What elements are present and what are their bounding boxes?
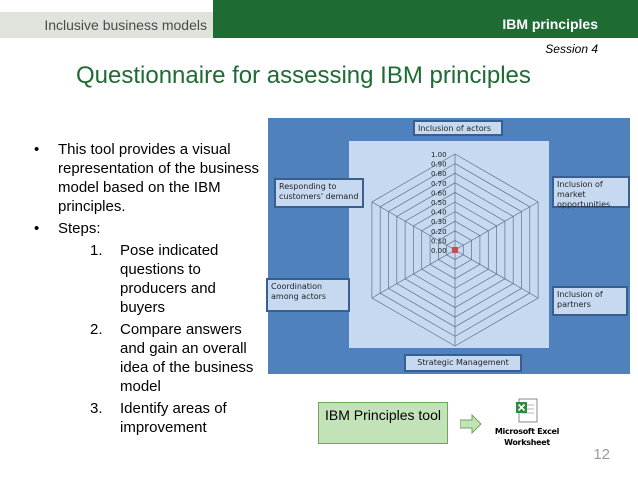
slide-title: Questionnaire for assessing IBM principl… [76,62,531,89]
header-right-label: IBM principles [502,16,598,32]
ibm-principles-tool-box: IBM Principles tool [318,402,448,444]
step-number: 1. [90,242,103,259]
bullet-item: • This tool provides a visual representat… [34,140,264,216]
axis-label-coordination: Coordination among actors [266,278,350,312]
body-text: • This tool provides a visual representat… [34,140,264,440]
radar-scale-label: 0.60 [431,189,447,197]
session-label: Session 4 [545,42,598,56]
axis-label-market-opportunities: Inclusion of market opportunities [552,176,630,209]
axis-label-partners: Inclusion of partners [552,286,628,316]
radar-spoke [454,249,539,299]
step-item: 1. Pose indicated questions to producers … [34,241,264,317]
radar-spoke [371,249,456,299]
excel-worksheet-attachment[interactable]: Microsoft Excel Worksheet [484,398,570,448]
radar-scale-label: 0.30 [431,218,447,226]
radar-scale-label: 0.40 [431,209,447,217]
radar-scale-label: 1.00 [431,151,447,159]
step-item: 2. Compare answers and gain an overall id… [34,320,264,396]
axis-label-inclusion-of-actors: Inclusion of actors [413,120,503,136]
bullet-text: Steps: [58,220,101,237]
page-number: 12 [593,446,610,463]
bullet-text: This tool provides a visual representati… [58,141,259,215]
radar-chart: 1.00 0.900.80 0.700.60 0.50 0.400.30 0.200.10… [371,151,539,347]
radar-spoke [454,201,539,251]
bullet-icon: • [34,220,40,237]
step-number: 3. [90,400,103,417]
excel-label-line2: Worksheet [504,438,550,447]
axis-label-strategic-management: Strategic Management [404,354,522,372]
bullet-icon: • [34,141,40,158]
slide-header: Inclusive business models IBM principles [0,0,638,38]
header-right-tab: IBM principles [213,0,638,38]
step-item: 3. Identify areas of improvement [34,399,264,437]
step-text: Identify areas of improvement [120,400,227,436]
radar-data-marker [452,247,458,253]
step-number: 2. [90,321,103,338]
step-text: Pose indicated questions to producers an… [120,242,219,316]
step-text: Compare answers and gain an overall idea… [120,321,254,395]
header-left-tab: Inclusive business models [0,12,213,38]
excel-label-line1: Microsoft Excel [494,427,560,436]
axis-label-customers-demand: Responding to customers' demand [274,178,364,208]
radar-scale-label: 0.10 [431,237,447,245]
radar-scale-label: 0.70 [431,180,447,188]
radar-scale-label: 0.50 [431,199,447,207]
radar-scale-label: 0.20 [431,228,447,236]
radar-scale-label: 0.90 [431,161,447,169]
radar-scale-label: 0.80 [431,170,447,178]
right-arrow-icon [460,414,482,434]
excel-worksheet-icon [516,398,538,423]
bullet-item: • Steps: [34,219,264,238]
radar-spoke [371,201,456,251]
radar-scale-label: 0.00 [431,247,447,255]
